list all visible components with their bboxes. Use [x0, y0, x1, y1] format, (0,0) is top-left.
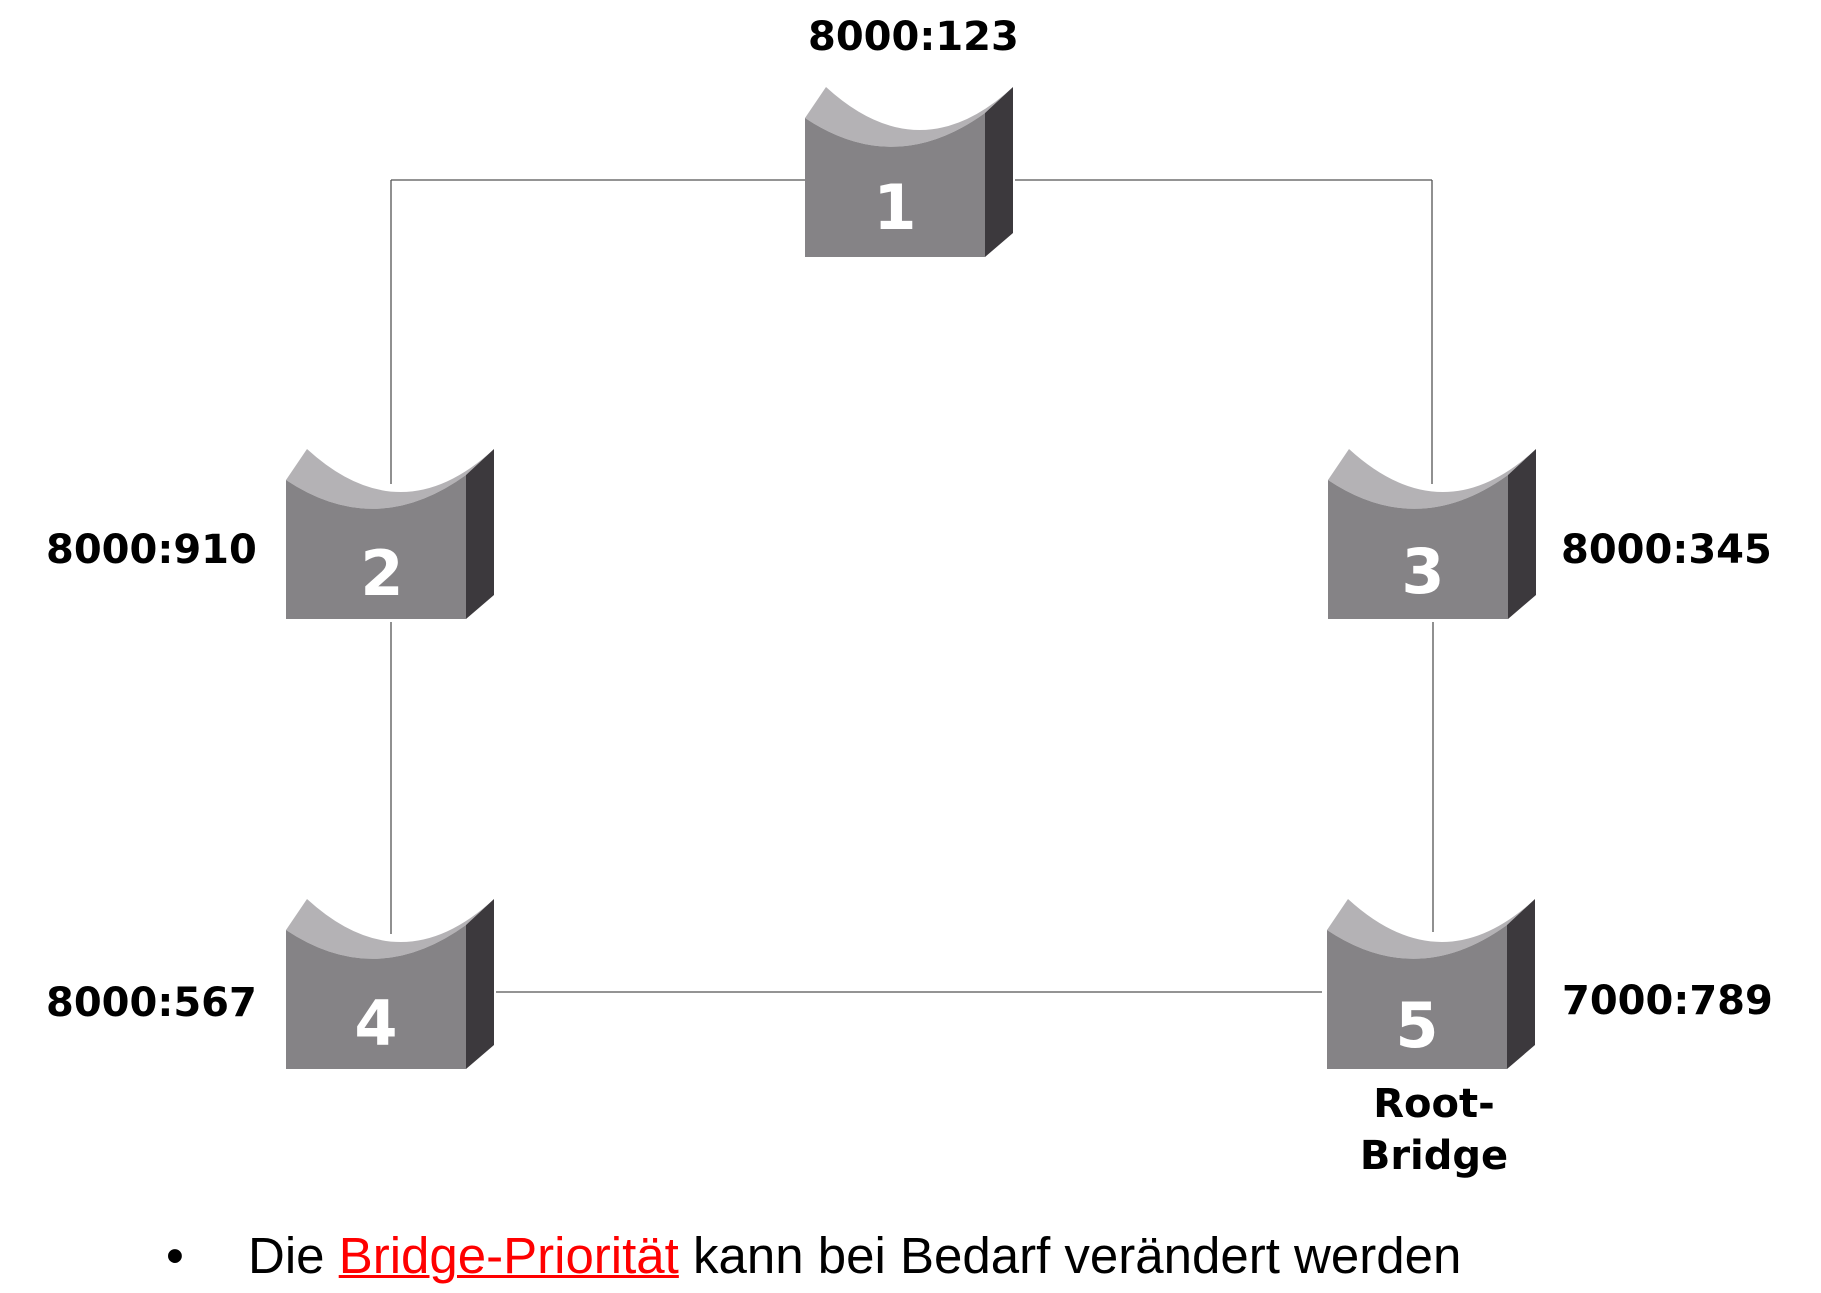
bridge-number: 4 — [354, 987, 397, 1060]
bridge-5: 5 — [1327, 899, 1535, 1069]
bridge-number: 5 — [1395, 989, 1438, 1062]
bridge-1-id: 8000:123 — [808, 14, 1019, 60]
bullet-icon: • — [166, 1227, 184, 1284]
bullet-suffix: kann bei Bedarf verändert werden — [678, 1227, 1462, 1284]
bridge-2-id: 8000:910 — [46, 527, 257, 573]
bullet-prefix: Die — [248, 1227, 339, 1284]
bridge-number: 1 — [873, 171, 916, 244]
bridge-1: 1 — [805, 87, 1013, 257]
bridge-number: 3 — [1401, 535, 1444, 608]
bridge-5-id: 7000:789 — [1562, 978, 1773, 1024]
bridge-3-id: 8000:345 — [1561, 527, 1772, 573]
bridge-priority-link[interactable]: Bridge-Priorität — [338, 1227, 679, 1284]
root-bridge-line1: Root- — [1373, 1081, 1495, 1127]
bullet-text: Die Bridge-Priorität kann bei Bedarf ver… — [248, 1226, 1461, 1285]
root-bridge-line2: Bridge — [1359, 1133, 1509, 1179]
root-bridge-label: Root- Bridge — [1334, 1078, 1534, 1182]
bridge-2: 2 — [286, 449, 494, 619]
bridge-4-id: 8000:567 — [46, 980, 257, 1026]
bridge-number: 2 — [360, 537, 403, 610]
bridge-4: 4 — [286, 899, 494, 1069]
bridge-3: 3 — [1328, 449, 1536, 619]
